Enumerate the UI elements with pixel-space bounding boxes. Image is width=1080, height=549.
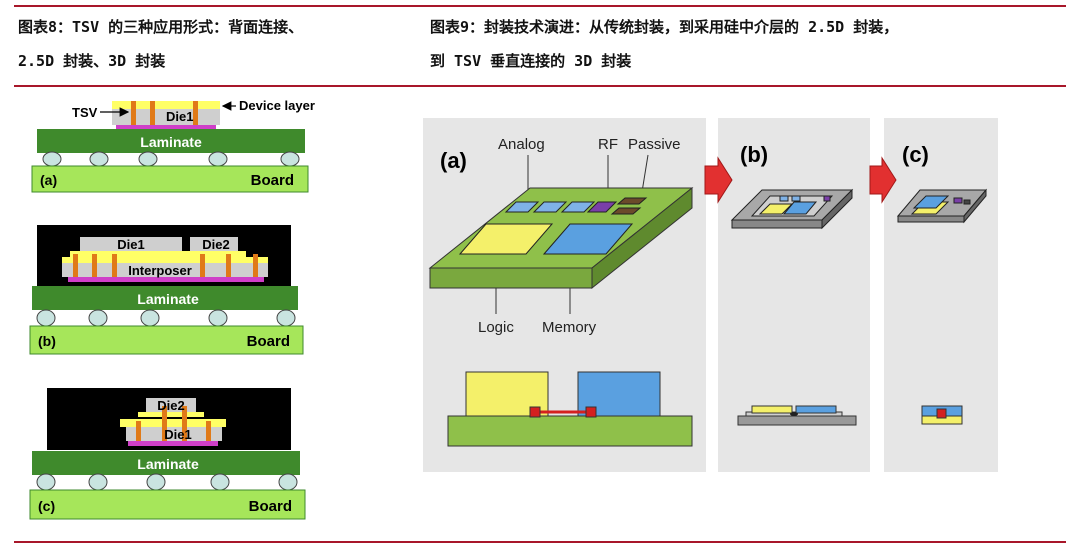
die1 — [126, 427, 222, 441]
cross-section-logic — [751, 405, 793, 414]
caption-rule — [14, 85, 1066, 87]
die1-label: Die1 — [164, 427, 191, 442]
figure9-panel-b: (b) — [730, 142, 857, 426]
figure9-panel-c: (c) — [896, 142, 988, 425]
memory-die — [782, 201, 818, 215]
laminate-label: Laminate — [140, 134, 202, 150]
solder-balls — [36, 473, 298, 491]
cross-section-substrate — [447, 415, 693, 447]
memory-chip — [542, 223, 634, 255]
figure9-caption-line2: 到 TSV 垂直连接的 3D 封装 — [430, 52, 632, 70]
board-label: Board — [247, 333, 290, 350]
figure8-caption: 图表8：TSV 的三种应用形式：背面连接、 2.5D 封装、3D 封装 — [18, 10, 303, 78]
solder-balls — [36, 309, 296, 327]
figure8-caption-line1: 图表8：TSV 的三种应用形式：背面连接、 — [18, 18, 304, 36]
tsvs — [73, 254, 258, 280]
panel-label: (b) — [38, 333, 56, 349]
logic-chip — [458, 223, 554, 255]
figure9-caption: 图表9：封装技术演进：从传统封装，到采用硅中介层的 2.5D 封装， 到 TSV… — [430, 10, 898, 78]
analog-chip — [504, 201, 540, 213]
logic-label: Logic — [478, 319, 514, 336]
package-side — [963, 188, 987, 224]
laminate — [32, 451, 300, 475]
solder-balls — [42, 151, 300, 167]
cross-section-substrate — [737, 415, 857, 426]
interposer-label: Interposer — [128, 263, 192, 278]
die2-label: Die2 — [157, 398, 184, 413]
die1-label: Die1 — [166, 109, 193, 124]
panel-label: (a) — [40, 172, 57, 188]
figure8-diagram: TSV Die1 Device layer Laminate (a) Board… — [29, 98, 315, 520]
figure9-panel-a: (a) Analog RF Passive Logic Memory — [428, 136, 694, 447]
tsv-label: TSV — [72, 105, 98, 120]
laminate — [32, 286, 298, 310]
cross-section-tsv — [936, 408, 947, 419]
cross-section-pad — [585, 406, 597, 418]
die1-label: Die1 — [117, 237, 144, 252]
device-layer — [186, 251, 246, 257]
device-layer — [138, 412, 204, 417]
small-chip — [791, 195, 801, 202]
passive-component — [616, 197, 648, 205]
laminate — [37, 129, 305, 153]
panel-label: (b) — [740, 142, 768, 167]
device-layer-label: Device layer — [239, 98, 315, 113]
rf-label: RF — [598, 136, 618, 153]
passive-label: Passive — [628, 136, 681, 153]
device-layer — [112, 101, 220, 110]
analog-chip — [532, 201, 568, 213]
small-chip — [779, 195, 789, 202]
passive-component — [610, 207, 642, 215]
panel-label: (a) — [440, 148, 467, 173]
panel-label: (c) — [38, 498, 55, 514]
substrate-front — [429, 267, 593, 289]
arrow-b-to-c-icon — [869, 156, 897, 204]
bottom-rule — [14, 541, 1066, 543]
tsv — [193, 101, 198, 127]
tsvs — [136, 406, 211, 443]
die2 — [190, 237, 238, 251]
micro-bumps — [128, 441, 218, 446]
interposer-top — [62, 257, 268, 263]
board — [29, 489, 306, 520]
device-layer — [120, 419, 226, 427]
board — [31, 165, 309, 193]
small-chip — [953, 197, 963, 204]
micro-bumps — [68, 277, 264, 282]
cross-section-memory — [795, 405, 837, 414]
figure9-caption-line1: 图表9：封装技术演进：从传统封装，到采用硅中介层的 2.5D 封装， — [430, 18, 899, 36]
figure8-panel-b: Die1 Die2 Interposer Laminate (b) Board — [29, 225, 304, 355]
cross-section-bump — [790, 412, 798, 416]
panel-label: (c) — [902, 142, 929, 167]
package-side — [821, 188, 853, 230]
top-rule — [14, 5, 1066, 7]
die2-label: Die2 — [202, 237, 229, 252]
substrate-side — [591, 186, 693, 290]
figure8-panel-c: Die2 Die1 Laminate (c) Board — [29, 388, 306, 520]
micro-bumps — [116, 125, 216, 130]
figure8-caption-line2: 2.5D 封装、3D 封装 — [18, 52, 166, 70]
package-front — [731, 219, 823, 229]
analog-chip — [560, 201, 596, 213]
figure8-panel-a: TSV Die1 Device layer Laminate (a) Board — [31, 98, 315, 193]
board — [29, 325, 304, 355]
laminate-label: Laminate — [137, 456, 199, 472]
tsv — [150, 101, 155, 127]
device-layer — [70, 251, 188, 257]
die1 — [80, 237, 182, 251]
arrow-a-to-b-icon — [704, 156, 733, 204]
cross-section-pad — [529, 406, 541, 418]
board-label: Board — [251, 172, 294, 189]
tsv — [131, 101, 136, 127]
analog-label: Analog — [498, 136, 545, 153]
figure9-diagram: (a) Analog RF Passive Logic Memory — [423, 118, 998, 472]
board-label: Board — [249, 498, 292, 515]
memory-label: Memory — [542, 319, 597, 336]
small-chip — [963, 199, 971, 205]
stacked-memory — [912, 195, 950, 209]
laminate-label: Laminate — [137, 291, 199, 307]
package-front — [897, 215, 965, 223]
small-chip — [823, 195, 831, 202]
rf-chip — [586, 201, 618, 213]
